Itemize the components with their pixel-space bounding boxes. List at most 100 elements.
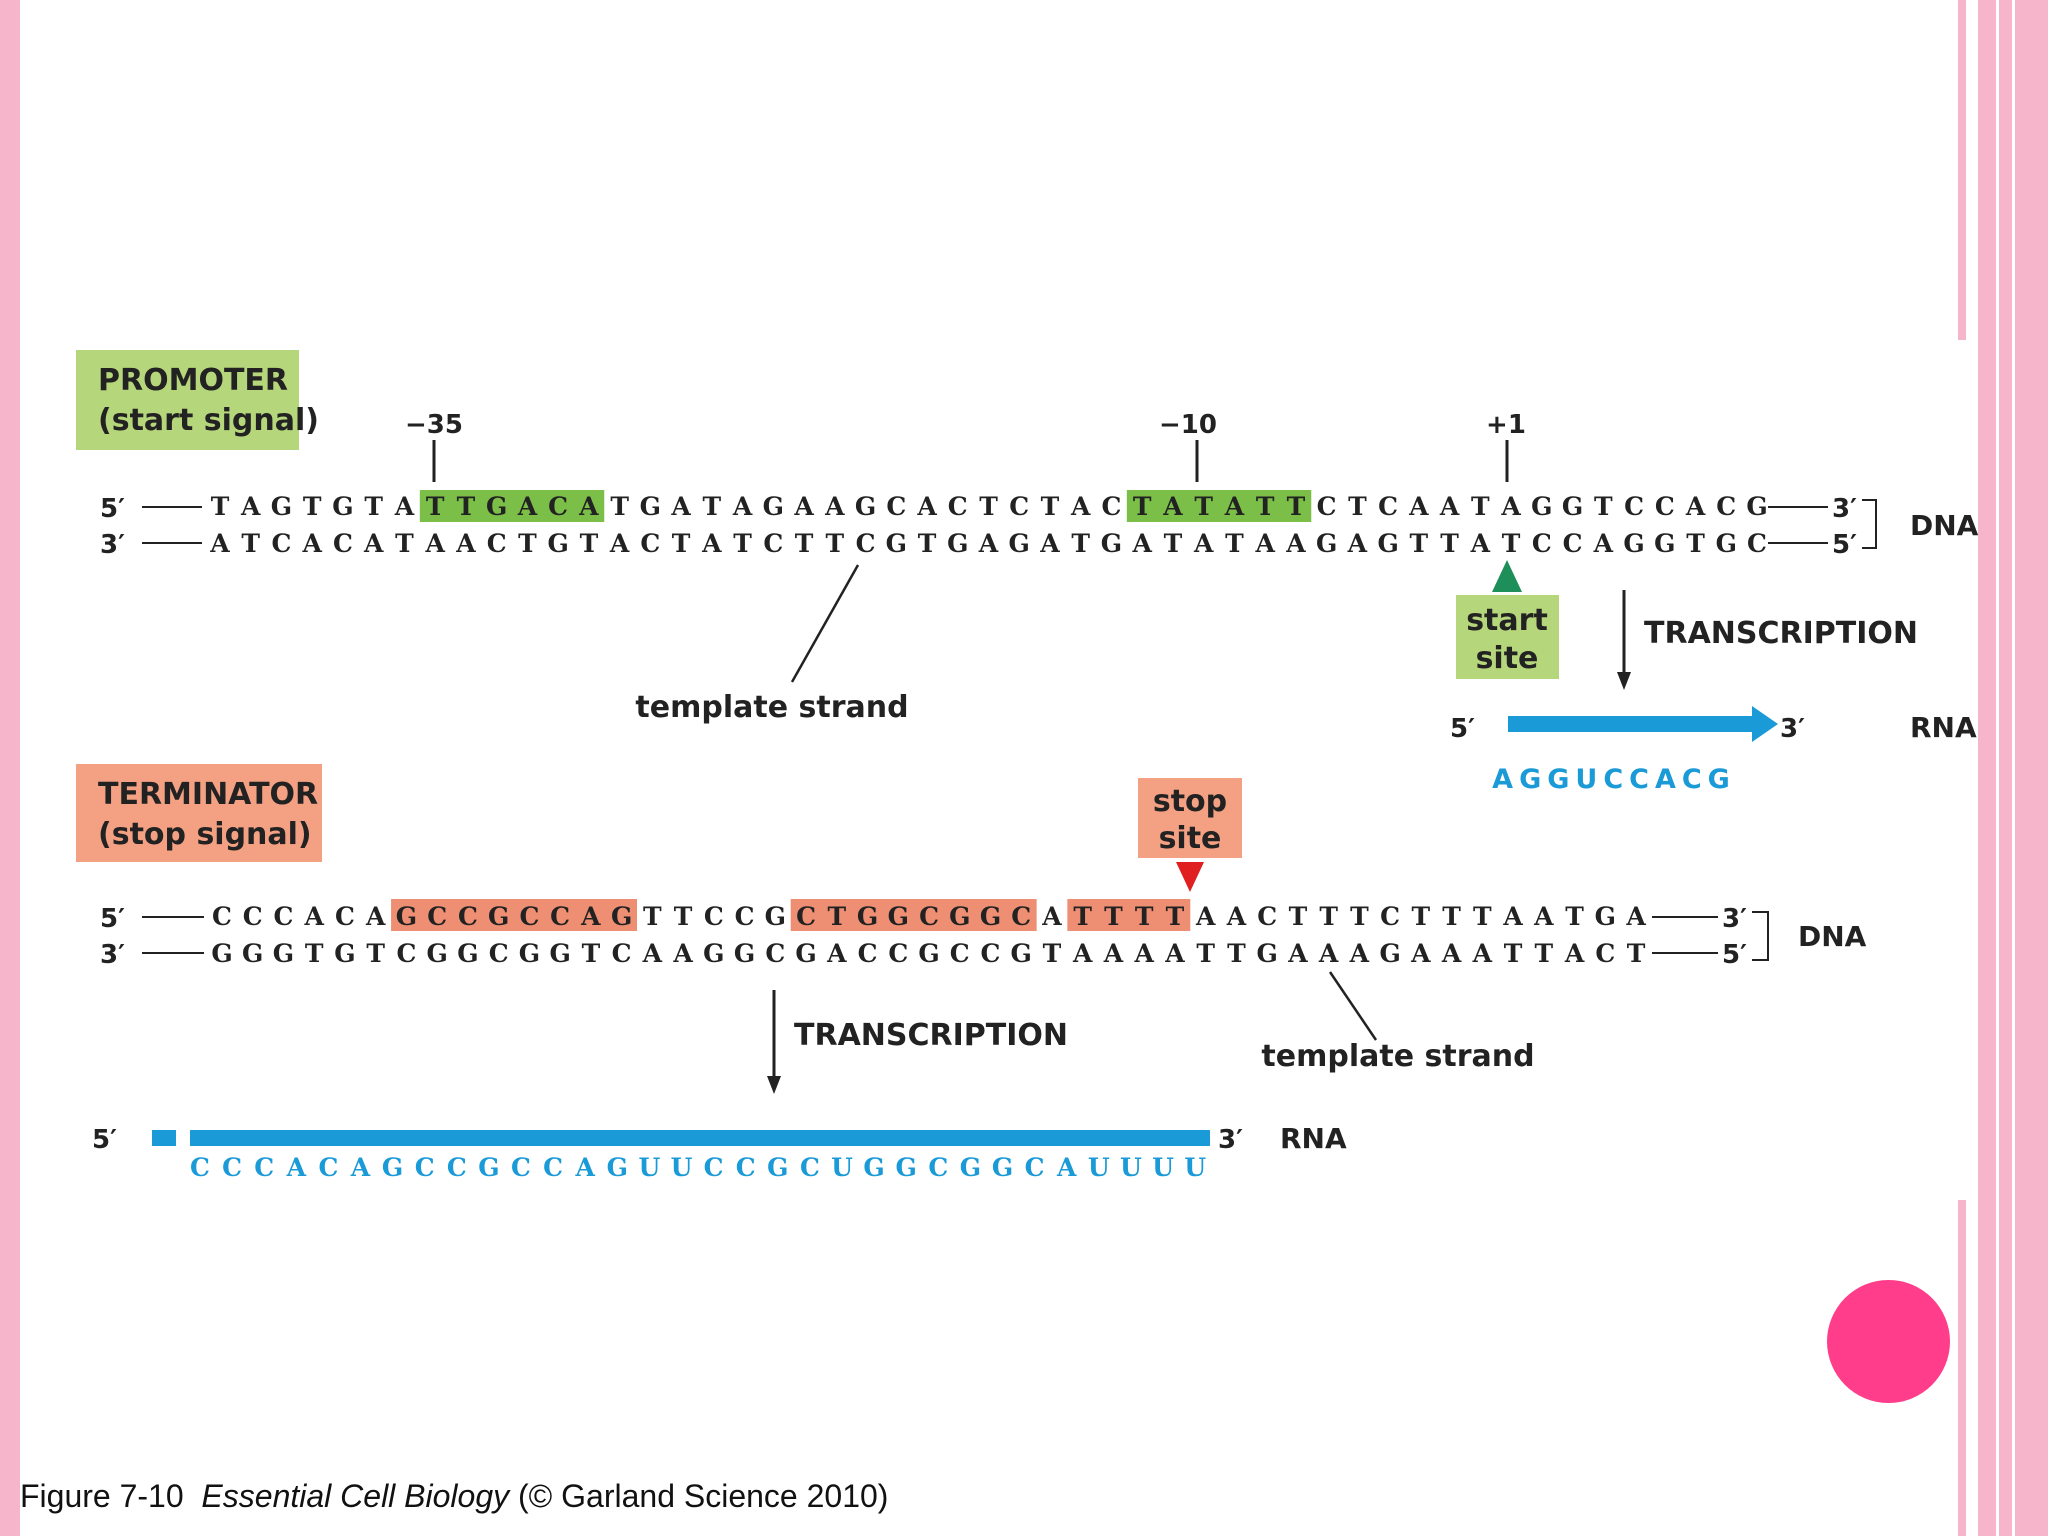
promoter-rna-arrow-body	[1508, 716, 1754, 732]
promoter-top-base: C	[1655, 492, 1675, 521]
figure-panel	[20, 340, 1966, 1200]
promoter-top-base: C	[1317, 492, 1337, 521]
terminator-bottom-base: C	[858, 939, 878, 968]
promoter-rna-arrowhead	[1752, 706, 1778, 742]
terminator-bottom-base: G	[703, 939, 724, 968]
terminator-top-base: G	[888, 902, 909, 931]
promoter-top-base: T	[703, 492, 722, 521]
promoter-bottom-base: T	[1686, 529, 1705, 558]
terminator-top-base: G	[857, 902, 878, 931]
terminator-highlight	[391, 899, 637, 931]
promoter-bottom-base: G	[1716, 529, 1737, 558]
terminator-top-base: G	[488, 902, 509, 931]
terminator-rna-base: C	[928, 1153, 948, 1182]
terminator-rna-cap	[152, 1130, 176, 1146]
terminator-rna-base: G	[863, 1153, 884, 1182]
promoter-bottom-base: G	[1101, 529, 1122, 558]
terminator-top-base: T	[674, 902, 693, 931]
promoter-top-base: A	[1408, 492, 1429, 521]
promoter-rna-sequence: AGGUCCACG	[1492, 764, 1736, 795]
terminator-bottom-base: G	[734, 939, 755, 968]
terminator-bottom-base: A	[1287, 939, 1308, 968]
terminator-rna-3prime: 3′	[1218, 1125, 1243, 1155]
terminator-top-base: C	[1011, 902, 1031, 931]
promoter-top-base: A	[916, 492, 937, 521]
terminator-bottom-base: A	[1164, 939, 1185, 968]
position-minus10-label: −10	[1159, 410, 1217, 440]
promoter-top-base: A	[394, 492, 415, 521]
terminator-bottom-base: T	[1535, 939, 1554, 968]
terminator-top-base: A	[1533, 902, 1554, 931]
promoter-label-line1: PROMOTER	[98, 363, 288, 398]
terminator-bottom-base: G	[795, 939, 816, 968]
terminator-dna-label: DNA	[1798, 920, 1867, 953]
slide-right-stripe-line2	[2012, 0, 2015, 1536]
terminator-rna-base: C	[511, 1153, 531, 1182]
terminator-top-base: C	[796, 902, 816, 931]
promoter-bottom-base: T	[1410, 529, 1429, 558]
terminator-bottom-base: A	[826, 939, 847, 968]
promoter-bottom-base: T	[1164, 529, 1183, 558]
terminator-bottom-base: G	[918, 939, 939, 968]
terminator-top-base: G	[949, 902, 970, 931]
terminator-rna-base: A	[1056, 1153, 1077, 1182]
slide-right-stripe-thin	[1958, 0, 1966, 340]
promoter-label-line2: (start signal)	[98, 403, 319, 438]
promoter-top-base: T	[211, 492, 230, 521]
terminator-bottom-base: C	[765, 939, 785, 968]
terminator-rna-base: U	[638, 1153, 660, 1182]
promoter-bottom-base: A	[424, 529, 445, 558]
terminator-bottom-base: A	[1318, 939, 1339, 968]
promoter-top-base: A	[793, 492, 814, 521]
terminator-bottom-base: T	[1227, 939, 1246, 968]
promoter-bottom-base: A	[1254, 529, 1275, 558]
terminator-bottom-5prime: 5′	[1722, 940, 1747, 970]
terminator-rna-base: G	[607, 1153, 628, 1182]
promoter-transcription-label: TRANSCRIPTION	[1644, 616, 1918, 651]
promoter-bottom-base: G	[1623, 529, 1644, 558]
promoter-top-base: G	[855, 492, 876, 521]
terminator-top-base: A	[365, 902, 386, 931]
terminator-rna-base: C	[800, 1153, 820, 1182]
promoter-top-base: T	[1194, 492, 1213, 521]
terminator-transcription-label: TRANSCRIPTION	[794, 1018, 1068, 1053]
terminator-bottom-base: T	[305, 939, 324, 968]
terminator-rna-base: G	[896, 1153, 917, 1182]
terminator-bottom-base: G	[242, 939, 263, 968]
stop-site-triangle	[1176, 862, 1204, 892]
terminator-top-base: T	[1319, 902, 1338, 931]
start-site-box	[1456, 595, 1559, 679]
terminator-rna-base: C	[190, 1153, 210, 1182]
promoter-bottom-base: A	[455, 529, 476, 558]
terminator-top-base: G	[396, 902, 417, 931]
promoter-bottom-base: A	[609, 529, 630, 558]
promoter-bottom-base: C	[1563, 529, 1583, 558]
promoter-top-base: C	[948, 492, 968, 521]
terminator-rna-base: U	[1120, 1153, 1142, 1182]
start-site-line1: start	[1466, 603, 1548, 638]
terminator-top-base: C	[550, 902, 570, 931]
promoter-top-base: T	[303, 492, 322, 521]
promoter-top-base: C	[886, 492, 906, 521]
terminator-bottom-base: A	[672, 939, 693, 968]
promoter-bottom-base: T	[733, 529, 752, 558]
promoter-top-base: G	[271, 492, 292, 521]
promoter-bottom-base: T	[1225, 529, 1244, 558]
promoter-bottom-base: A	[363, 529, 384, 558]
terminator-top-base: C	[212, 902, 232, 931]
terminator-bottom-base: G	[1011, 939, 1032, 968]
promoter-top-base: T	[1256, 492, 1275, 521]
terminator-bottom-base: C	[612, 939, 632, 968]
promoter-top-base: A	[824, 492, 845, 521]
terminator-top-base: C	[274, 902, 294, 931]
promoter-bottom-base: T	[918, 529, 937, 558]
promoter-bottom-base: T	[672, 529, 691, 558]
promoter-top-base: A	[1500, 492, 1521, 521]
terminator-bottom-base: C	[888, 939, 908, 968]
promoter-bottom-base: A	[1347, 529, 1368, 558]
promoter-bottom-base: C	[272, 529, 292, 558]
slide-left-border	[0, 0, 20, 1536]
